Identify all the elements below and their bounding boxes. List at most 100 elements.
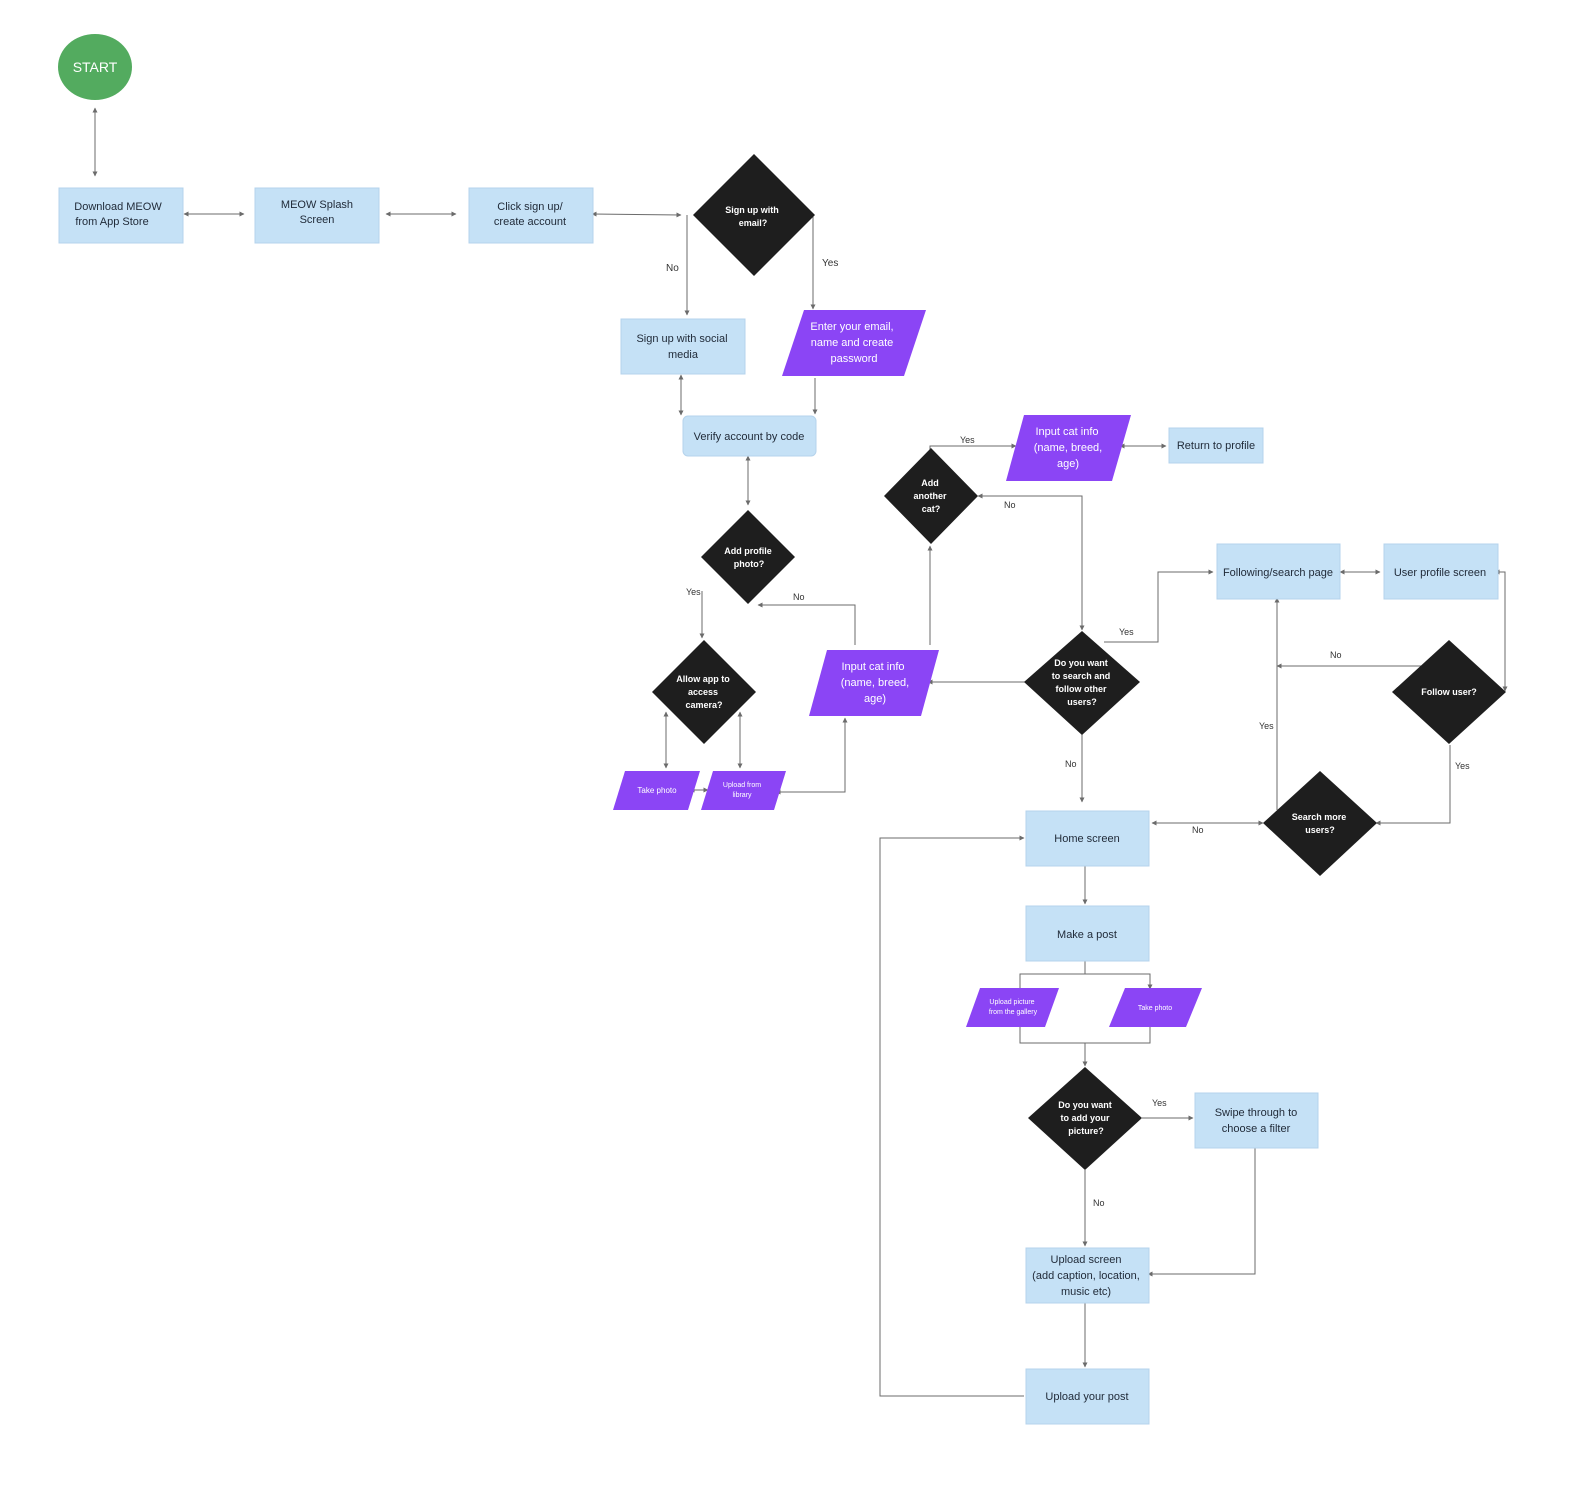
svg-text:Click sign up/create account: Click sign up/create account [494,201,566,228]
box-signup-line1: Click sign up/ [497,201,563,213]
box-social-media: Sign up with social media [620,318,746,375]
box-following-search: Following/search page [1216,543,1341,600]
svg-text:Upload screen(add caption, loc: Upload screen (add caption, location, musi… [1032,1254,1140,1298]
input-cat-info-top: Input cat info(name, breed,age) [1006,415,1131,481]
input-gallery-line1: Upload picture [989,999,1034,1006]
decision-search-line4: users? [1067,697,1097,707]
decision-email-line1: Sign up with [725,205,779,215]
decision-addcat-line2: another [913,491,947,501]
edge-label-photo-yes: Yes [686,587,701,597]
input-email-line2: name and create [811,337,894,349]
connectors [92,107,1508,1397]
decision-more-line1: Search more [1292,812,1347,822]
input-gallery-line2: from the gallery [989,1009,1038,1016]
input-cattop-line3: age) [1057,458,1079,470]
edge-label-addcat-no: No [1004,500,1016,510]
box-splash-line1: MEOW Splash [281,199,353,211]
edge-label-picture-yes: Yes [1152,1098,1167,1108]
svg-text:Enter your email,name and crea: Enter your email, name and create password [810,321,893,365]
edge-label-addcat-yes: Yes [960,435,975,445]
decision-signup-email: Sign up with email? [693,154,815,276]
box-make-post: Make a post [1025,905,1150,962]
box-userprofile-line1: User profile screen [1394,567,1486,579]
connector-filter-uploadscreen [1147,1146,1256,1277]
decision-email-line2: email? [739,218,768,228]
box-user-profile: User profile screen [1383,543,1499,600]
box-click-signup: Click sign up/create account [468,187,594,244]
connector-addcat-search [977,493,1085,631]
input-take2-line1: Take photo [1138,1005,1172,1012]
decision-camera-line1: Allow app to [676,674,730,684]
decision-search-line2: to search and [1052,671,1111,681]
decision-search-more: Search more users? [1263,771,1377,876]
input-cattop-line2: (name, breed, [1034,442,1102,454]
input-catmid-line1: Input cat info [842,661,905,673]
decision-camera-line3: camera? [685,700,722,710]
decision-follow-user: Follow user? [1392,640,1506,744]
box-social-line1: Sign up with social [636,333,727,345]
input-enter-email: Enter your email, name and create password [782,310,926,376]
box-social-line2: media [668,349,699,361]
decision-picture-line1: Do you want [1058,1100,1112,1110]
box-verify-account: Verify account by code [682,415,817,457]
edge-label-email-no: No [666,263,679,274]
box-swipe-line1: Swipe through to [1215,1107,1298,1119]
input-library-line2: library [732,792,752,799]
svg-text:Input cat info(name, breed,age: Input cat info(name, breed,age) [1034,426,1102,470]
input-email-line1: Enter your email, [810,321,893,333]
connector-addcat-catinfo-top [929,443,1017,450]
edge-labels: No Yes Yes No Yes No Yes No No Yes Yes N… [666,258,1470,1208]
connector-uploadpost-home [879,835,1025,1397]
edge-label-more-yes: Yes [1259,721,1274,731]
edge-label-search-no: No [1065,759,1077,769]
box-return-profile: Return to profile [1168,427,1264,464]
decision-addcat-line1: Add [921,478,939,488]
input-catmid-line3: age) [864,693,886,705]
input-take-photo-1: Take photo [613,771,700,810]
start-label: START [73,59,118,75]
box-swipe-filter: Swipe through to choose a filter [1194,1092,1319,1149]
connector-follow-searchmore [1375,745,1451,826]
start-node: START [58,34,132,100]
box-upload-screen: Upload screen (add caption, location, musi… [1025,1247,1150,1304]
input-email-line3: password [830,353,877,365]
connector-inputs-merge [1019,1027,1151,1066]
decision-more-line2: users? [1305,825,1335,835]
edge-label-picture-no: No [1093,1198,1105,1208]
edge-label-photo-no: No [793,592,805,602]
svg-text:Input cat info(name, breed,age: Input cat info(name, breed,age) [841,661,909,705]
box-uploadpost-line1: Upload your post [1045,1391,1128,1403]
edge-label-email-yes: Yes [822,258,838,269]
input-upload-gallery: Upload picture from the gallery [966,988,1059,1027]
input-take1-line1: Take photo [637,786,677,795]
box-splash-line2: Screen [300,214,335,226]
edge-label-more-no: No [1192,825,1204,835]
box-swipe-line2: choose a filter [1222,1123,1291,1135]
box-uploadscreen-line2: (add caption, location, [1032,1270,1140,1282]
box-return-line1: Return to profile [1177,440,1255,452]
box-uploadscreen-line3: music etc) [1061,1286,1111,1298]
decision-photo-line1: Add profile [724,546,772,556]
connector-search-following [1104,569,1214,643]
decision-picture-line3: picture? [1068,1126,1104,1136]
box-uploadscreen-line1: Upload screen [1051,1254,1122,1266]
input-take-photo-2: Take photo [1109,988,1202,1027]
box-upload-post: Upload your post [1025,1368,1150,1425]
